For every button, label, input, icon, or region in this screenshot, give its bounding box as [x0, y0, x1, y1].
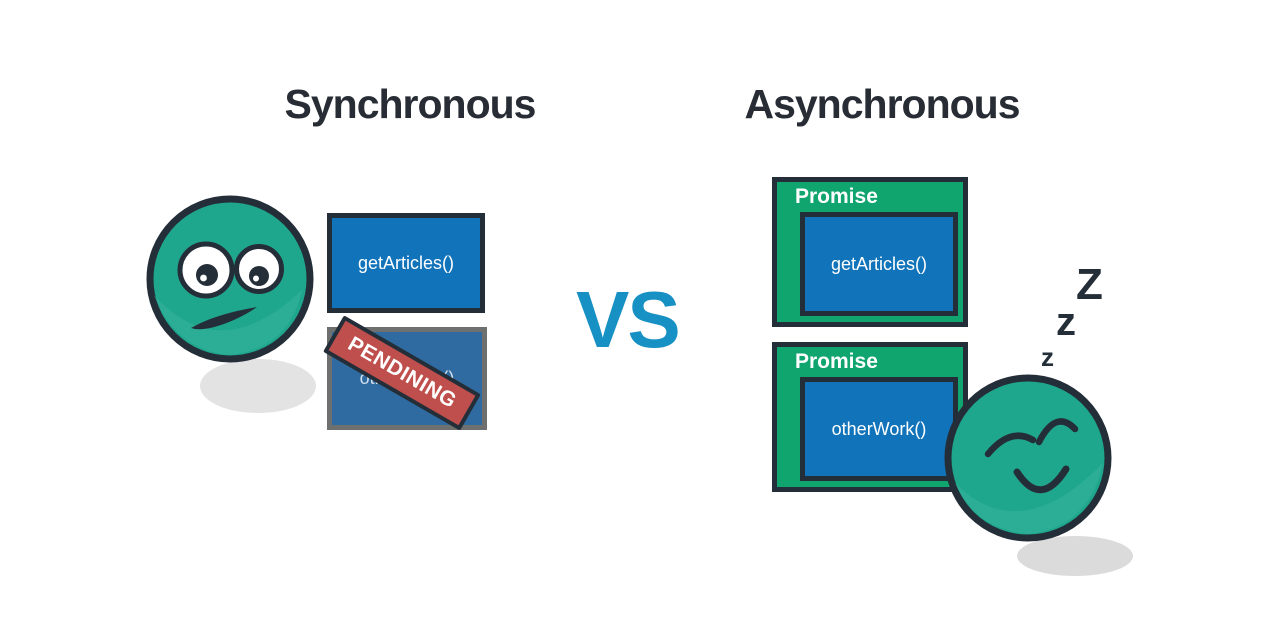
sleep-z-small: z	[1041, 342, 1054, 372]
async-getarticles-box: getArticles()	[800, 212, 958, 316]
left-pupil	[196, 264, 218, 286]
pending-stamp: PENDINING	[323, 315, 481, 431]
promise-1-header: Promise	[795, 185, 878, 208]
sleep-z-large: Z	[1076, 260, 1103, 309]
face-highlight	[955, 463, 1103, 534]
sync-getarticles-label: getArticles()	[357, 252, 455, 273]
vs-label: VS	[576, 275, 681, 364]
sleeping-face-icon	[944, 374, 1133, 576]
worried-mouth	[191, 307, 257, 330]
promise-box-1: Promise getArticles()	[772, 177, 968, 327]
sync-otherwork-box: otherWork() PENDINING	[323, 315, 487, 431]
promise-box-2: Promise otherWork()	[772, 342, 968, 492]
async-getarticles-label: getArticles()	[830, 253, 928, 274]
left-pupil-highlight	[200, 274, 207, 282]
async-otherwork-label: otherWork()	[831, 418, 927, 439]
smile-mouth	[1013, 465, 1070, 494]
right-pupil	[249, 266, 269, 286]
right-pupil-highlight	[253, 275, 259, 282]
sleep-z-medium: z	[1056, 300, 1076, 344]
face-shadow	[1017, 536, 1133, 576]
promise-2-header: Promise	[795, 350, 878, 373]
synchronous-title: Synchronous	[284, 81, 537, 127]
right-closed-eye	[1035, 418, 1079, 446]
face-highlight	[154, 290, 302, 355]
left-closed-eye	[984, 432, 1037, 458]
sync-getarticles-box: getArticles()	[327, 213, 485, 313]
pending-stamp-label: PENDINING	[344, 332, 461, 413]
asynchronous-title: Asynchronous	[744, 81, 1020, 127]
worried-face-icon	[146, 195, 316, 413]
face-shadow	[200, 359, 316, 413]
